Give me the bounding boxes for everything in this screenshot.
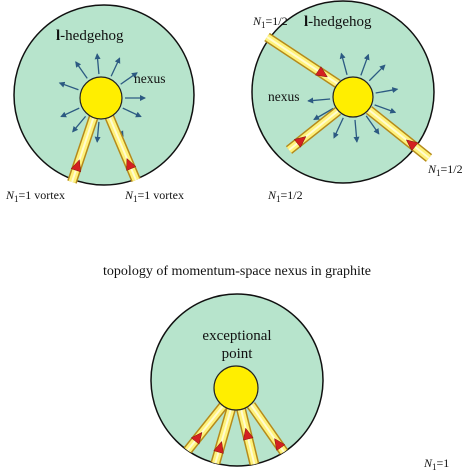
hedgehog-arrow xyxy=(368,64,386,82)
panel-left: l-hedgehog nexus N1=1 vortex N1=1 vortex xyxy=(5,4,195,204)
vortex-tubes xyxy=(264,32,433,162)
flux-arrow xyxy=(405,139,419,152)
hedgehog-arrow xyxy=(353,119,360,143)
hedgehog-field xyxy=(307,52,399,143)
panel-right: l-hedgehog nexus N1=1/2 N1=1/2 N1=1/2 xyxy=(251,0,463,204)
hedgehog-arrow xyxy=(94,53,101,75)
vortex-tubes xyxy=(67,114,141,184)
vortex-tube xyxy=(67,114,99,184)
vortex-label: N1=1 vortex xyxy=(124,188,184,204)
hedgehog-arrow xyxy=(94,121,101,143)
hedgehog-arrow xyxy=(360,53,370,76)
vortex-tube xyxy=(236,407,262,466)
vortex-tube xyxy=(365,106,433,162)
panel-bottom: exceptional point N1=1 xyxy=(150,293,449,472)
hedgehog-arrow xyxy=(333,117,344,139)
nexus-point xyxy=(79,76,123,120)
flux-arrow xyxy=(213,440,224,454)
hedgehog-arrow xyxy=(375,87,399,94)
point-label-line1: exceptional xyxy=(202,328,271,344)
flux-arrow xyxy=(190,431,203,445)
flux-arrow xyxy=(243,427,254,441)
hedgehog-arrow xyxy=(313,107,334,121)
hedgehog-arrow xyxy=(307,97,331,104)
figure-caption: topology of momentum-space nexus in grap… xyxy=(103,264,371,279)
flux-arrow xyxy=(274,438,286,451)
vortex-label: N1=1/2 xyxy=(252,14,288,30)
vortex-tube xyxy=(285,107,342,154)
vortex-tube xyxy=(264,32,341,89)
vortex-label: N1=1/2 xyxy=(427,162,463,178)
hedgehog-arrow xyxy=(339,52,348,75)
vortex-label: N1=1 xyxy=(423,456,449,472)
hedgehog-arrow xyxy=(58,81,79,91)
hedgehog-arrow xyxy=(120,72,138,85)
hedgehog-title: l-hedgehog xyxy=(304,14,372,30)
flux-arrow xyxy=(315,66,328,78)
vortex-label: N1=1/2 xyxy=(267,188,303,204)
hedgehog-arrow xyxy=(72,115,87,133)
hedgehog-arrow xyxy=(75,61,88,79)
hedgehog-arrow xyxy=(60,107,80,118)
flux-arrow xyxy=(70,159,81,173)
hedgehog-arrow xyxy=(374,104,397,114)
nexus-point xyxy=(332,76,374,118)
vortex-label: N1=1 vortex xyxy=(5,188,65,204)
flux-arrow xyxy=(126,157,137,171)
flux-arrow xyxy=(293,136,307,148)
hedgehog-arrow xyxy=(110,57,121,77)
hedgehog-arrow xyxy=(122,107,142,118)
vortex-tube xyxy=(104,114,141,182)
point-label-line2: point xyxy=(222,346,254,362)
hedgehog-title: l-hedgehog xyxy=(56,28,124,44)
nexus-label: nexus xyxy=(268,89,300,104)
nexus-label: nexus xyxy=(134,71,166,86)
hedgehog-arrow xyxy=(365,115,380,135)
exceptional-point xyxy=(213,365,259,411)
